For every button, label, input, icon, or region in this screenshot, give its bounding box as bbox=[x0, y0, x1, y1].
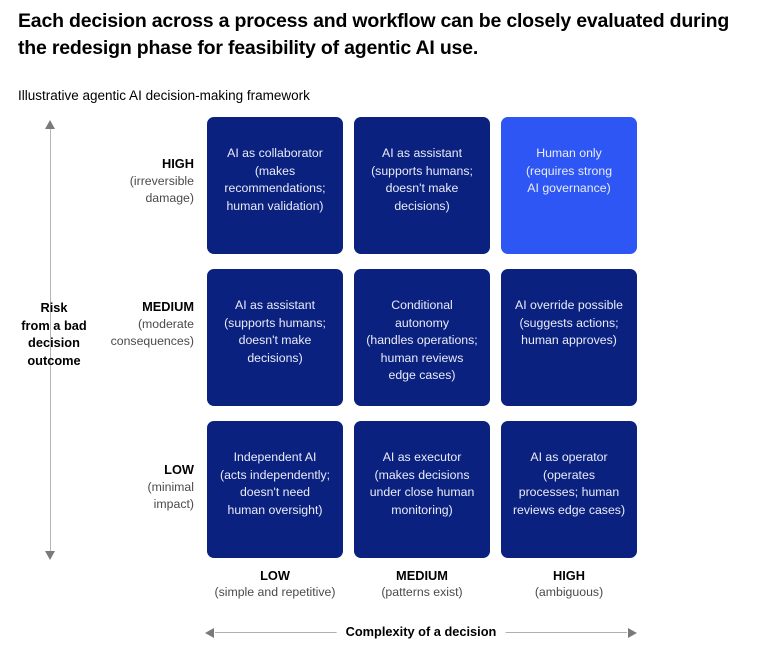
risk-level-high-desc: (irreversible damage) bbox=[129, 173, 194, 206]
matrix-cell-text: AI as operator (operates processes; huma… bbox=[512, 450, 626, 517]
complexity-level-medium-label: MEDIUM bbox=[396, 568, 448, 583]
risk-axis-arrow-down-icon bbox=[45, 551, 55, 560]
risk-axis-title: Risk from a bad decision outcome bbox=[21, 300, 87, 368]
risk-level-medium-desc: (moderate consequences) bbox=[110, 316, 194, 349]
complexity-level-medium-desc: (patterns exist) bbox=[381, 585, 463, 599]
matrix-cell-text: AI as executor (makes decisions under cl… bbox=[369, 450, 475, 517]
matrix-cell-high-high[interactable]: Human only (requires strong AI governanc… bbox=[501, 117, 637, 254]
risk-level-medium: MEDIUM (moderate consequences) bbox=[54, 298, 194, 351]
matrix-cell-high-medium[interactable]: AI as assistant (supports humans; doesn'… bbox=[354, 117, 490, 254]
complexity-level-low-desc: (simple and repetitive) bbox=[214, 585, 336, 599]
risk-level-medium-label: MEDIUM bbox=[142, 299, 194, 314]
risk-axis-arrow-up-icon bbox=[45, 120, 55, 129]
matrix-cell-text: Conditional autonomy (handles operations… bbox=[366, 298, 478, 383]
risk-level-high: HIGH (irreversible damage) bbox=[54, 155, 194, 208]
complexity-level-low: LOW (simple and repetitive) bbox=[175, 567, 375, 601]
complexity-level-low-label: LOW bbox=[260, 568, 290, 583]
risk-axis-line bbox=[50, 122, 51, 558]
matrix-cell-low-medium[interactable]: AI as executor (makes decisions under cl… bbox=[354, 421, 490, 558]
complexity-level-high-desc: (ambiguous) bbox=[534, 585, 604, 599]
matrix-cell-low-low[interactable]: Independent AI (acts independently; does… bbox=[207, 421, 343, 558]
matrix-cell-text: AI as assistant (supports humans; doesn'… bbox=[371, 146, 473, 213]
risk-level-high-label: HIGH bbox=[162, 156, 194, 171]
complexity-axis-line-left bbox=[215, 632, 350, 633]
matrix-cell-medium-medium[interactable]: Conditional autonomy (handles operations… bbox=[354, 269, 490, 406]
matrix-cell-text: AI as assistant (supports humans; doesn'… bbox=[224, 298, 326, 365]
matrix-cell-text: AI as collaborator (makes recommendation… bbox=[224, 146, 326, 213]
complexity-axis: Complexity of a decision bbox=[205, 624, 637, 641]
chart-subtitle: Illustrative agentic AI decision-making … bbox=[18, 88, 310, 103]
matrix-cell-medium-high[interactable]: AI override possible (suggests actions; … bbox=[501, 269, 637, 406]
page-title: Each decision across a process and workf… bbox=[18, 10, 730, 59]
decision-framework-matrix: AI as collaborator (makes recommendation… bbox=[207, 117, 637, 558]
risk-level-low-desc: (minimal impact) bbox=[147, 479, 194, 512]
complexity-axis-arrow-left-icon bbox=[205, 627, 214, 638]
matrix-cell-medium-low[interactable]: AI as assistant (supports humans; doesn'… bbox=[207, 269, 343, 406]
complexity-axis-line-right bbox=[492, 632, 627, 633]
complexity-level-medium: MEDIUM (patterns exist) bbox=[322, 567, 522, 601]
complexity-level-high-label: HIGH bbox=[553, 568, 585, 583]
complexity-axis-title: Complexity of a decision bbox=[336, 624, 506, 639]
matrix-cell-text: AI override possible (suggests actions; … bbox=[515, 298, 623, 348]
matrix-cell-low-high[interactable]: AI as operator (operates processes; huma… bbox=[501, 421, 637, 558]
complexity-level-high: HIGH (ambiguous) bbox=[469, 567, 669, 601]
matrix-cell-text: Independent AI (acts independently; does… bbox=[219, 450, 331, 517]
risk-level-low: LOW (minimal impact) bbox=[54, 461, 194, 514]
matrix-cell-high-low[interactable]: AI as collaborator (makes recommendation… bbox=[207, 117, 343, 254]
risk-level-low-label: LOW bbox=[164, 462, 194, 477]
complexity-axis-arrow-right-icon bbox=[628, 627, 637, 638]
matrix-cell-text: Human only (requires strong AI governanc… bbox=[525, 146, 613, 196]
